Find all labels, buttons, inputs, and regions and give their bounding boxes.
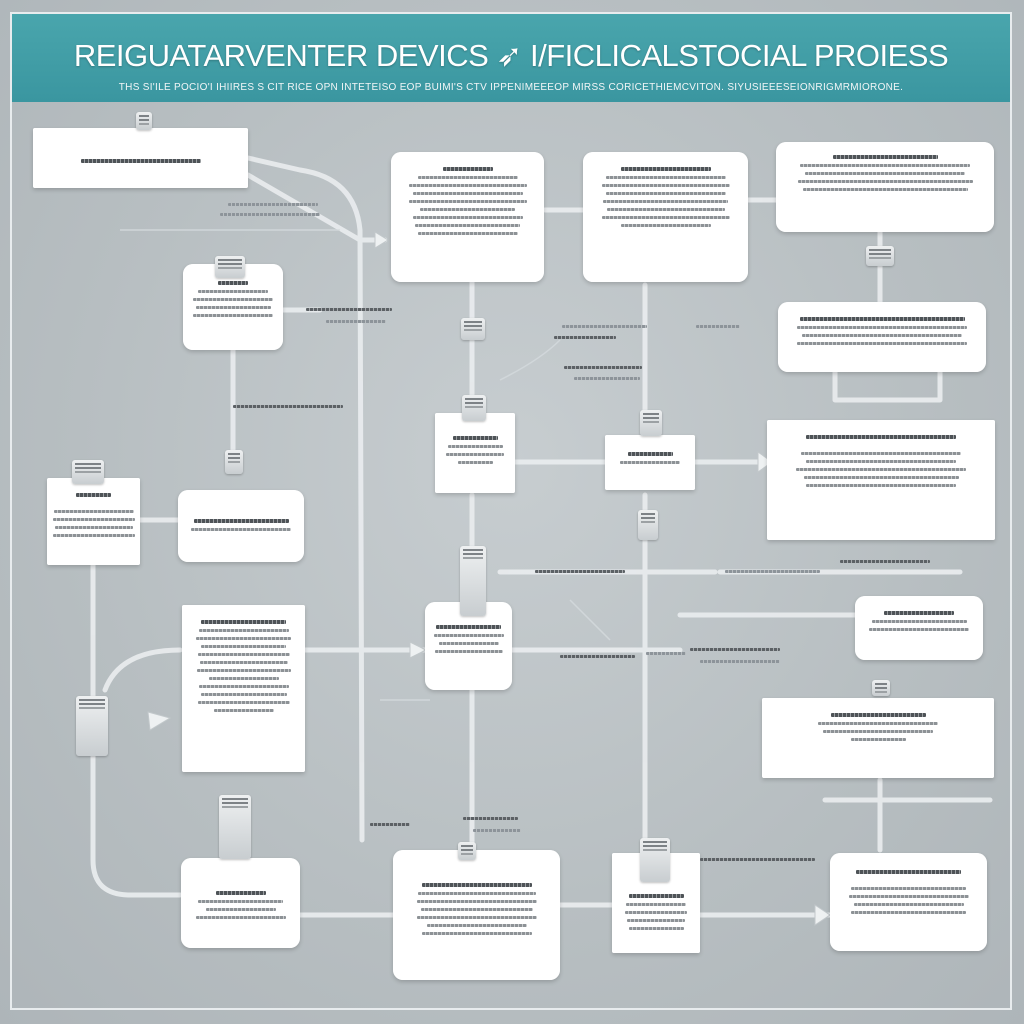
connector-label bbox=[725, 570, 820, 573]
connector-tag bbox=[461, 318, 485, 340]
process-box bbox=[776, 142, 994, 232]
connector-label bbox=[473, 829, 521, 832]
connector bbox=[102, 647, 183, 693]
process-box bbox=[830, 853, 987, 951]
connector-label bbox=[562, 325, 647, 328]
connector-label bbox=[840, 560, 930, 563]
connector-tag bbox=[640, 410, 662, 436]
process-box bbox=[778, 302, 986, 372]
process-box bbox=[425, 602, 512, 690]
arrowhead bbox=[757, 451, 773, 473]
process-box bbox=[393, 850, 560, 980]
outer-frame bbox=[10, 12, 1012, 1010]
connector-tag bbox=[76, 696, 108, 756]
process-box bbox=[391, 152, 544, 282]
arrowhead bbox=[409, 641, 428, 659]
process-box bbox=[583, 152, 748, 282]
process-box bbox=[767, 420, 995, 540]
page-title: REIGUATARVENTER DEVICS ➶ I/FICLICALSTOCI… bbox=[73, 38, 949, 73]
connector-label bbox=[535, 570, 625, 573]
arrowhead bbox=[147, 711, 172, 731]
connector-tag bbox=[136, 112, 152, 130]
connector-label bbox=[370, 823, 410, 826]
connector-label bbox=[696, 325, 740, 328]
connector-label bbox=[700, 858, 815, 861]
process-box bbox=[762, 698, 994, 778]
connector-label bbox=[690, 648, 780, 651]
arrowhead bbox=[814, 904, 831, 926]
header-banner: REIGUATARVENTER DEVICS ➶ I/FICLICALSTOCI… bbox=[10, 12, 1012, 102]
arrowhead bbox=[374, 231, 389, 249]
process-box bbox=[183, 264, 283, 350]
connector-label bbox=[574, 377, 640, 380]
connector-tag bbox=[225, 450, 243, 474]
connector-label bbox=[646, 652, 686, 655]
connector-label bbox=[306, 308, 392, 311]
connector bbox=[245, 155, 365, 843]
connector-label bbox=[326, 320, 386, 323]
connector-label bbox=[463, 817, 518, 820]
process-box bbox=[33, 128, 248, 188]
connector bbox=[832, 369, 943, 403]
process-box bbox=[435, 413, 515, 493]
connector-tag bbox=[215, 256, 245, 278]
process-box bbox=[47, 478, 140, 565]
connector-tag bbox=[462, 395, 486, 421]
process-box bbox=[182, 605, 305, 772]
connector-label bbox=[220, 213, 320, 216]
connector-label bbox=[233, 405, 343, 408]
process-box bbox=[178, 490, 304, 562]
connector-tag bbox=[638, 510, 658, 540]
connector-tag bbox=[219, 795, 251, 859]
connector-label bbox=[228, 203, 318, 206]
connector bbox=[499, 339, 561, 381]
connector-label bbox=[554, 336, 616, 339]
connector-label bbox=[564, 366, 642, 369]
connector bbox=[569, 599, 611, 641]
connector-tag bbox=[458, 842, 476, 860]
connector-tag bbox=[866, 246, 894, 266]
connector-label bbox=[560, 655, 635, 658]
connector-tag bbox=[460, 546, 486, 616]
connector-tag bbox=[640, 838, 670, 882]
page-subtitle: THS SI'ILE POCIO'I IHIIRES S CIT RICE OP… bbox=[118, 82, 904, 93]
connector bbox=[90, 562, 183, 898]
process-box bbox=[605, 435, 695, 490]
process-box bbox=[855, 596, 983, 660]
connector-tag bbox=[872, 680, 890, 696]
connector-label bbox=[700, 660, 780, 663]
connector-tag bbox=[72, 460, 104, 484]
process-box bbox=[181, 858, 300, 948]
